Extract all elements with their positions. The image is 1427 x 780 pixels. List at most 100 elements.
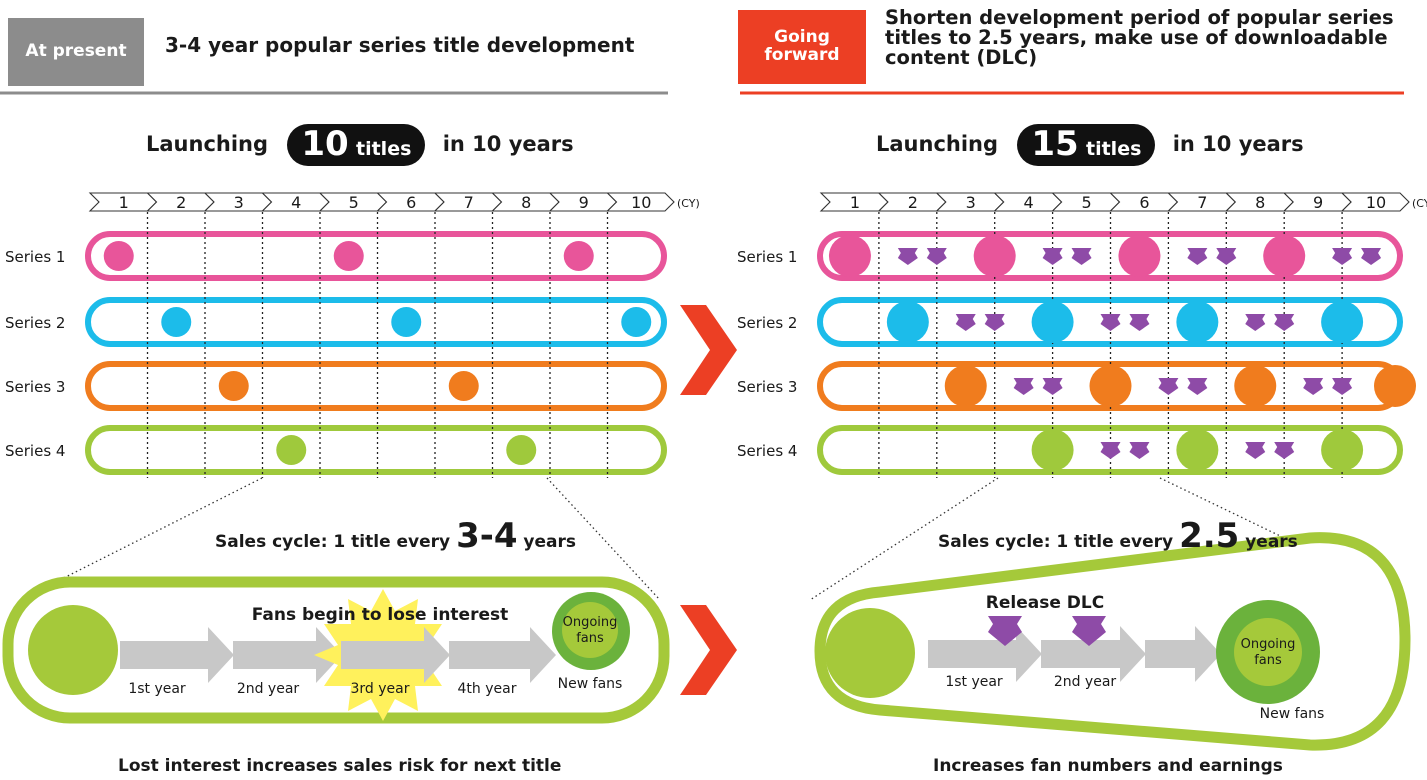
left-year-label-7: 7	[464, 193, 474, 212]
right-flow-arrow-3	[1145, 626, 1221, 682]
right-year-label-4: 4	[1024, 193, 1034, 212]
right-dlc-icon	[1361, 248, 1382, 265]
right-launch-suffix: in 10 years	[1172, 132, 1304, 156]
right-cycle-suffix: years	[1245, 532, 1298, 552]
present-badge: At present	[8, 18, 144, 86]
right-title-launch	[1321, 429, 1364, 471]
right-caption: Increases fan numbers and earnings	[933, 756, 1283, 776]
left-title-launch	[103, 241, 134, 271]
right-dlc-icon	[1013, 378, 1034, 395]
right-dlc-icon	[1216, 248, 1237, 265]
right-header-title: Shorten development period of popular se…	[885, 6, 1394, 69]
right-new-fans-label: New fans	[1260, 706, 1325, 722]
left-series-label-1: Series 1	[5, 248, 65, 266]
forward-badge-label: Going forward	[764, 27, 840, 65]
right-new-title-circle	[825, 608, 915, 698]
left-year-chevron-10	[606, 192, 675, 212]
left-year-unit: (CY)	[677, 197, 700, 210]
left-series-band-2	[85, 297, 667, 347]
right-year-label-9: 9	[1313, 193, 1323, 212]
right-dlc-icon-2	[1072, 616, 1106, 646]
left-launch-count: 10	[301, 124, 349, 164]
left-title-launch	[448, 371, 479, 401]
right-launch-prefix: Launching	[876, 132, 999, 156]
right-title-launch	[1031, 429, 1074, 471]
right-year-label-1: 1st year	[945, 674, 1003, 690]
right-series-label-2: Series 2	[737, 314, 797, 332]
left-year-label-3: 3rd year	[351, 681, 410, 697]
right-year-unit: (CY)	[1412, 197, 1427, 210]
right-dlc-icon	[1187, 378, 1208, 395]
right-series-label-4: Series 4	[737, 442, 797, 460]
left-year-label-10: 10	[631, 193, 651, 212]
left-title-launch	[161, 307, 192, 337]
left-year-label-8: 8	[521, 193, 531, 212]
left-zoom-line-b	[546, 477, 661, 601]
right-year-chevron-10	[1340, 192, 1410, 212]
right-dlc-icon	[1071, 248, 1092, 265]
right-dlc-icon	[926, 248, 947, 265]
left-series-label-3: Series 3	[5, 378, 65, 396]
right-year-label-2: 2	[908, 193, 918, 212]
right-cycle-value: 2.5	[1179, 516, 1240, 556]
left-series-band-4	[85, 425, 667, 475]
right-dlc-icon	[1245, 442, 1266, 459]
left-ongoing-fans-label-2: fans	[576, 631, 604, 646]
right-title-launch	[1321, 301, 1364, 343]
right-cycle-prefix: Sales cycle: 1 title every	[938, 532, 1174, 552]
left-title-launch	[391, 307, 422, 337]
left-title-launch	[276, 435, 307, 465]
left-series-label-2: Series 2	[5, 314, 65, 332]
right-dlc-icon	[1100, 442, 1121, 459]
right-dlc-icon	[1332, 248, 1353, 265]
left-flow-arrow-1	[120, 627, 234, 683]
left-title-launch	[333, 241, 364, 271]
right-title-launch	[944, 365, 987, 407]
right-title-launch	[1089, 365, 1132, 407]
right-title-launch	[1031, 301, 1074, 343]
right-title-launch	[1374, 365, 1416, 407]
left-year-label-4: 4th year	[458, 681, 517, 697]
right-title-launch	[1118, 235, 1161, 277]
right-dlc-icon	[1332, 378, 1353, 395]
right-dlc-icon	[1100, 314, 1121, 331]
right-flow-arrow-1	[928, 626, 1042, 682]
right-title-launch	[973, 235, 1016, 277]
right-year-label-8: 8	[1255, 193, 1265, 212]
right-zoom-line-a	[809, 477, 999, 601]
left-flow-title: Fans begin to lose interest	[252, 605, 509, 625]
left-cycle-suffix: years	[523, 532, 577, 552]
left-cycle-prefix: Sales cycle: 1 title every	[215, 532, 451, 552]
left-year-label-1: 1	[119, 193, 129, 212]
right-dlc-icon	[1158, 378, 1179, 395]
right-dlc-icon	[1303, 378, 1324, 395]
right-launch-unit: titles	[1086, 138, 1142, 160]
left-launch-prefix: Launching	[146, 132, 269, 156]
right-dlc-icon	[984, 314, 1005, 331]
right-ongoing-fans-circle	[1234, 618, 1302, 686]
left-ongoing-fans-circle	[562, 602, 618, 658]
transition-arrow-bottom	[680, 605, 737, 695]
right-dlc-icon	[1042, 248, 1063, 265]
left-year-label-2: 2	[176, 193, 186, 212]
left-series-band-3	[85, 361, 667, 411]
right-dlc-icon	[1245, 314, 1266, 331]
right-dlc-icon	[1274, 442, 1295, 459]
right-sales-cycle: Sales cycle: 1 title every 2.5 years	[938, 516, 1298, 556]
left-series-band-1	[85, 231, 667, 281]
left-new-title-circle	[28, 605, 118, 695]
right-title-launch	[1176, 429, 1219, 471]
transition-arrow-top	[680, 305, 737, 395]
left-flow-arrow-4	[449, 627, 556, 683]
left-year-label-5: 5	[349, 193, 359, 212]
right-year-label-5: 5	[1081, 193, 1091, 212]
right-title-launch	[828, 235, 871, 277]
right-year-label-1: 1	[850, 193, 860, 212]
right-title-launch	[1263, 235, 1306, 277]
right-flow-title: Release DLC	[986, 593, 1104, 613]
right-dlc-icon	[955, 314, 976, 331]
right-dlc-icon	[1274, 314, 1295, 331]
left-title-launch	[563, 241, 594, 271]
